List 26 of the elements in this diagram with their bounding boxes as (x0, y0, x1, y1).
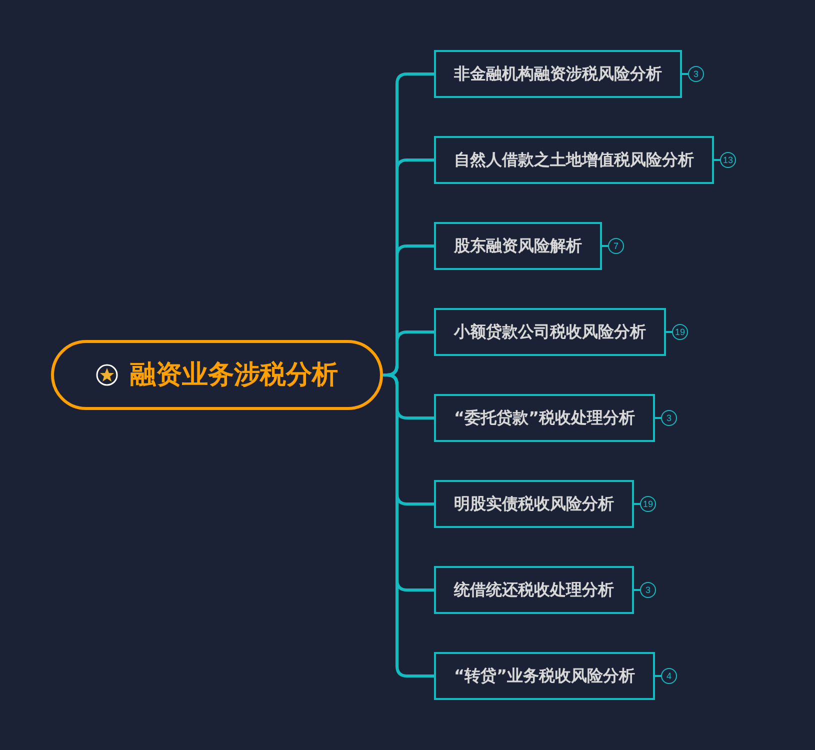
count-badge: 3 (661, 410, 678, 426)
subtopic-box (434, 652, 656, 700)
subtopic-box (434, 480, 634, 528)
subtopic-box (434, 50, 682, 98)
count-badge: 19 (672, 324, 688, 340)
topic-title: 融资业务涉税分析 (130, 358, 338, 392)
subtopic-label: “转贷”业务税收风险分析 (454, 665, 636, 687)
subtopic-box (434, 566, 634, 614)
subtopic-box (434, 308, 666, 356)
subtopic-box (434, 394, 656, 442)
subtopic-label: 小额贷款公司税收风险分析 (454, 321, 646, 343)
connector-line (383, 374, 434, 678)
subtopic-label: 统借统还税收处理分析 (454, 579, 614, 601)
subtopic-label: 股东融资风险解析 (454, 235, 582, 257)
count-badge: 13 (720, 152, 736, 168)
count-badge: 19 (640, 496, 656, 512)
count-badge: 4 (661, 668, 678, 684)
subtopic-label: 明股实债税收风险分析 (454, 493, 614, 515)
count-badge: 3 (688, 66, 704, 82)
subtopic-label: 非金融机构融资涉税风险分析 (454, 63, 662, 85)
subtopic-label: 自然人借款之土地增值税风险分析 (454, 149, 694, 171)
count-badge: 7 (608, 238, 624, 254)
count-badge: 3 (640, 582, 656, 598)
subtopic-box (434, 222, 602, 270)
subtopic-label: “委托贷款”税收处理分析 (454, 407, 636, 429)
subtopic-box (434, 136, 714, 184)
